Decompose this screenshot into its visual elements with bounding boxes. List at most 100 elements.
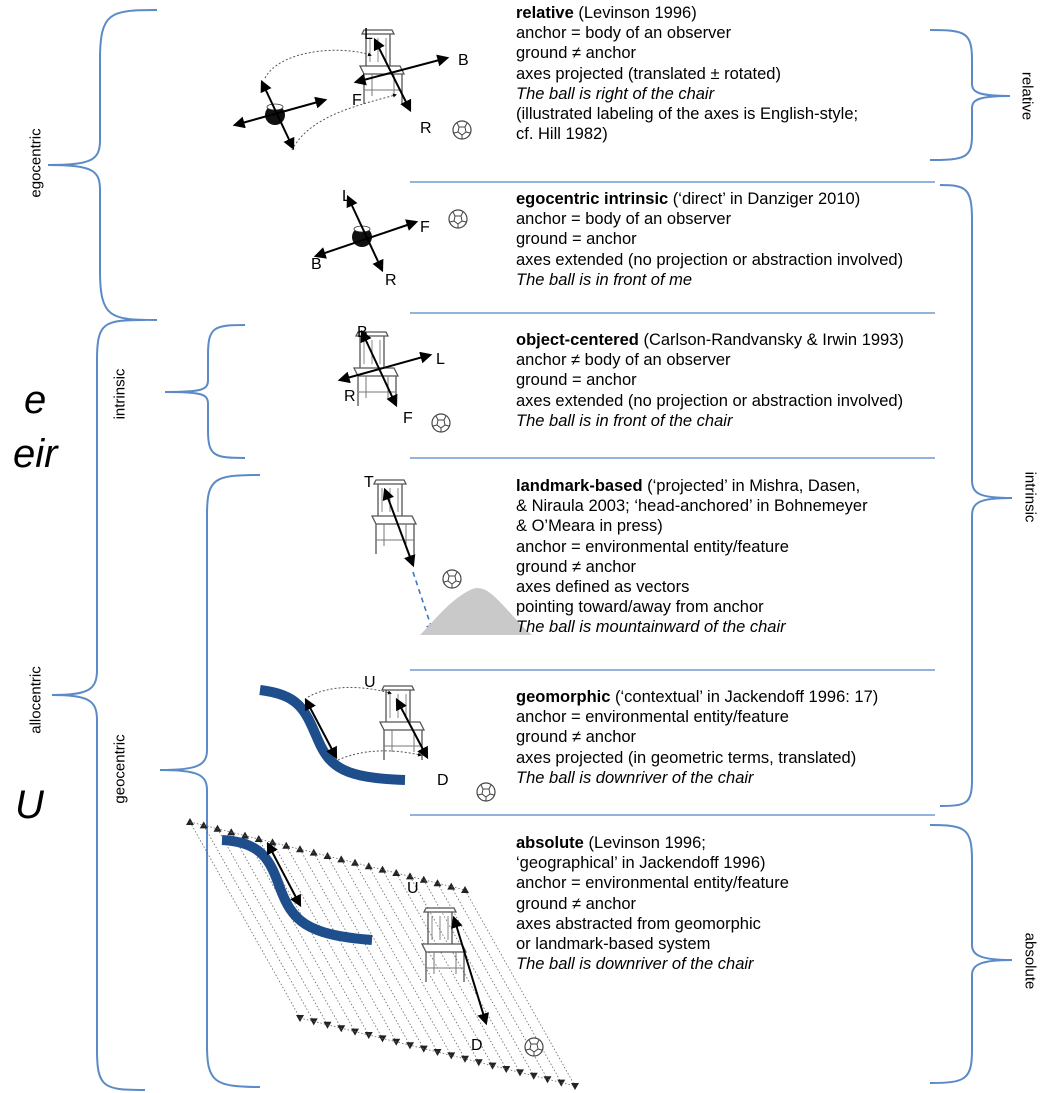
abs-axis-D: D	[471, 1037, 483, 1054]
grid-arrowhead	[337, 855, 346, 863]
section-line: anchor = environmental entity/feature	[516, 537, 789, 556]
grid-arrowhead	[268, 838, 277, 846]
section-line: axes extended (no projection or abstract…	[516, 250, 904, 269]
section-example: The ball is downriver of the chair	[516, 955, 754, 974]
landmark-axis-T: T	[364, 474, 374, 491]
ego-axis-L: L	[342, 188, 351, 205]
grid-arrowhead	[516, 1069, 524, 1077]
grid-arrowhead	[419, 1045, 428, 1053]
grid-arrowhead	[296, 845, 304, 853]
grid-arrowhead	[461, 886, 469, 893]
geomorphic-river	[259, 685, 406, 785]
fragment-3: U	[15, 783, 44, 827]
section-example: The ball is downriver of the chair	[516, 768, 754, 787]
section-geomorphic-cite: (‘contextual’ in Jackendoff 1996: 17)	[610, 688, 879, 706]
grid-arrowhead	[364, 1032, 373, 1039]
geomorphic-illustration	[259, 685, 496, 802]
section-line: axes abstracted from geomorphic	[516, 914, 761, 933]
absolute-illustration	[186, 818, 579, 1090]
section-line: anchor = environmental entity/feature	[516, 708, 789, 727]
rel-axis-L: L	[364, 26, 373, 43]
grid-line	[299, 849, 411, 1046]
grid-line	[203, 825, 315, 1022]
section-line: ground ≠ anchor	[516, 557, 637, 576]
grid-line	[313, 852, 425, 1049]
grid-line	[464, 889, 576, 1087]
grid-line	[258, 838, 370, 1036]
grid-arrowhead	[296, 1015, 304, 1022]
section-line: anchor ≠ body of an observer	[516, 351, 731, 370]
grid-arrowhead	[213, 824, 222, 832]
section-object-centered: object-centered (Carlson-Randvansky & Ir…	[516, 330, 976, 431]
ego-axis-B: B	[311, 256, 322, 273]
grid-arrowhead	[447, 882, 456, 890]
grid-arrowhead	[186, 818, 194, 825]
intrinsic-right-bracket	[939, 184, 1013, 807]
intrinsic-left-bracket	[164, 324, 246, 459]
section-line: pointing toward/away from anchor	[516, 598, 764, 617]
section-ego-title: egocentric intrinsic	[516, 190, 669, 208]
section-line: anchor = body of an observer	[516, 24, 732, 43]
grid-arrowhead	[406, 1042, 414, 1050]
section-line: anchor = body of an observer	[516, 210, 732, 229]
section-line: axes defined as vectors	[516, 578, 690, 597]
landmark-ball	[442, 569, 462, 589]
section-line: ‘geographical’ in Jackendoff 1996)	[516, 854, 766, 873]
section-example: The ball is right of the chair	[516, 84, 715, 103]
section-object-title: object-centered	[516, 331, 639, 349]
grid-arrowhead	[364, 862, 373, 870]
grid-arrowhead	[309, 1018, 318, 1026]
section-line: ground ≠ anchor	[516, 894, 637, 913]
relative-ball	[452, 120, 472, 140]
grid-arrowhead	[199, 821, 208, 829]
geomorphic-ball	[476, 782, 496, 802]
absolute-right-bracket	[929, 824, 1013, 1084]
section-line: axes projected (in geometric terms, tran…	[516, 748, 857, 767]
absolute-ball	[524, 1037, 544, 1057]
grid-arrowhead	[227, 828, 236, 836]
section-line: or landmark-based system	[516, 935, 711, 954]
object-ball	[431, 413, 451, 433]
grid-arrowhead	[282, 841, 291, 849]
grid-arrowhead	[543, 1076, 552, 1084]
section-relative-cite: (Levinson 1996)	[573, 4, 697, 22]
landmark-chair	[371, 479, 417, 555]
grid-line	[368, 866, 480, 1063]
landmark-illustration	[371, 479, 532, 635]
grid-arrowhead	[337, 1025, 346, 1033]
obj-axis-B: B	[357, 324, 368, 341]
ego-axis-R: R	[385, 272, 397, 289]
section-landmark-cite: (‘projected’ in Mishra, Dasen,	[642, 477, 861, 495]
grid-line	[437, 883, 548, 1080]
section-line: ground ≠ anchor	[516, 44, 637, 63]
grid-arrowhead	[323, 852, 332, 859]
section-absolute: absolute (Levinson 1996; ‘geographical’ …	[516, 833, 976, 974]
grid-arrowhead	[378, 865, 387, 873]
grid-arrowhead	[351, 1028, 359, 1036]
section-absolute-title: absolute	[516, 834, 584, 852]
grid-arrowhead	[378, 1035, 387, 1043]
fragment-1: e	[24, 378, 47, 422]
grid-arrowhead	[502, 1066, 511, 1073]
section-line: & Niraula 2003; ‘head-anchored’ in Bohne…	[516, 497, 868, 516]
section-absolute-cite: (Levinson 1996;	[583, 834, 706, 852]
grid-arrowhead	[461, 1055, 469, 1063]
section-line: cf. Hill 1982)	[516, 125, 608, 144]
section-relative: relative (Levinson 1996) anchor = body o…	[516, 3, 976, 144]
rel-axis-B: B	[458, 52, 469, 69]
section-line: ground ≠ anchor	[516, 728, 637, 747]
section-landmark-title: landmark-based	[516, 477, 643, 495]
relative-illustration	[232, 29, 472, 151]
geomorphic-chair	[379, 685, 425, 761]
rel-axis-F: F	[352, 92, 362, 109]
abs-axis-U: U	[407, 880, 419, 897]
section-example: The ball is in front of the chair	[516, 411, 733, 430]
section-object-cite: (Carlson-Randvansky & Irwin 1993)	[638, 331, 904, 349]
section-geomorphic: geomorphic (‘contextual’ in Jackendoff 1…	[516, 687, 976, 788]
object-centered-illustration	[337, 329, 451, 433]
fragment-2: eir	[13, 432, 58, 476]
grid-arrowhead	[488, 1062, 497, 1070]
label-relative-right: relative	[1018, 71, 1036, 121]
absolute-river	[221, 835, 373, 945]
